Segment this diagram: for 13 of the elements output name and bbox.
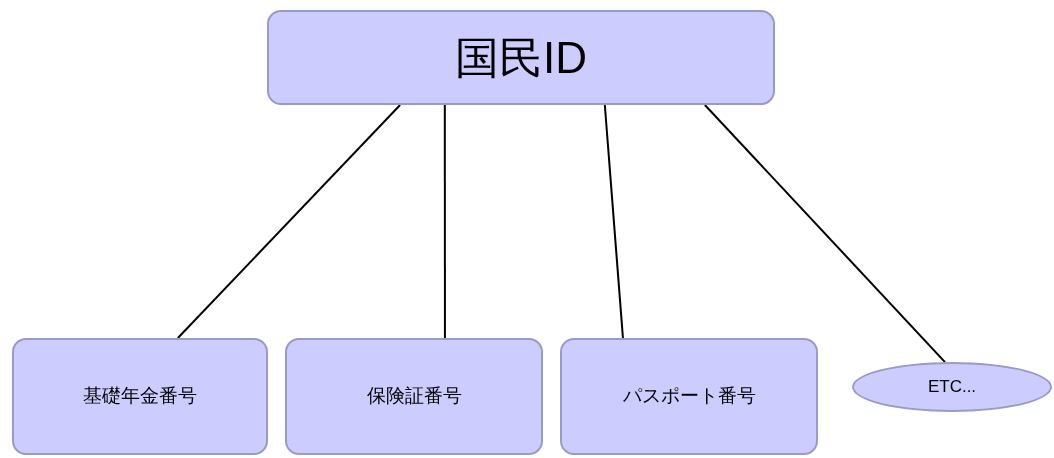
connector-line bbox=[703, 104, 946, 364]
node-label: 保険証番号 bbox=[366, 384, 462, 409]
connector-line bbox=[443, 104, 446, 339]
rounded-box bbox=[267, 10, 775, 105]
node-label: 国民ID bbox=[455, 31, 587, 84]
node-label: ETC... bbox=[927, 376, 977, 399]
connector-line bbox=[176, 104, 402, 339]
connector-line bbox=[603, 104, 624, 339]
rounded-box bbox=[285, 338, 543, 455]
node-label: 基礎年金番号 bbox=[83, 384, 197, 409]
node-label: パスポート番号 bbox=[622, 384, 756, 409]
rounded-box bbox=[560, 338, 818, 455]
rounded-box bbox=[12, 338, 268, 455]
